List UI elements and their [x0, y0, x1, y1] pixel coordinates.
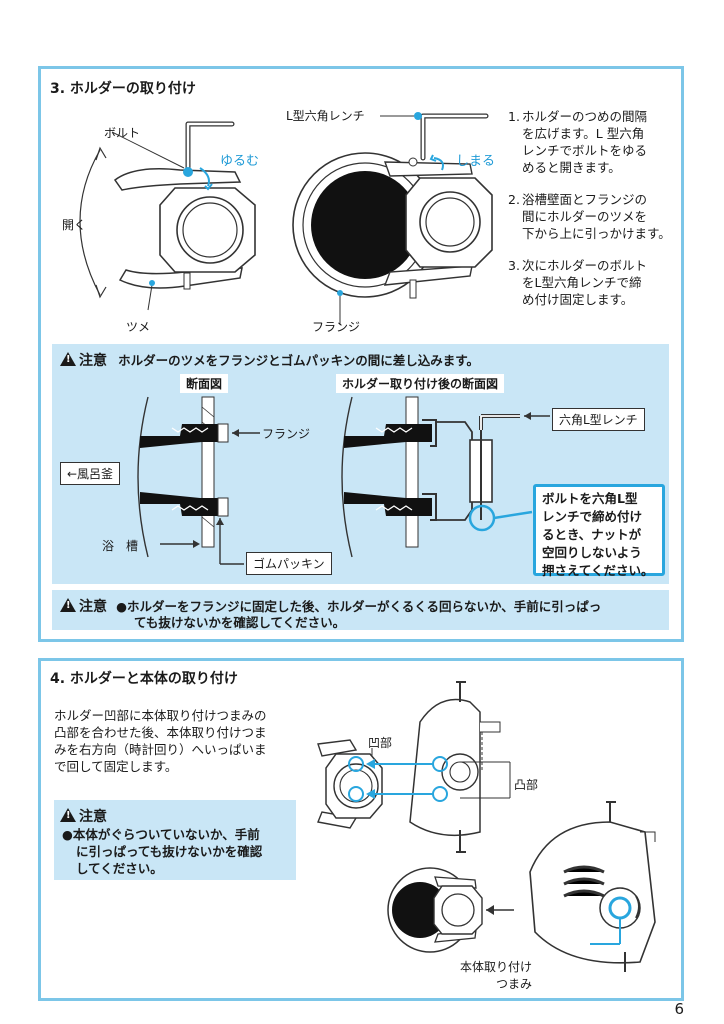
- caution1-text: ホルダーのツメをフランジとゴムパッキンの間に差し込みます。: [118, 353, 479, 368]
- body-mount-illustration: [317, 681, 656, 972]
- holder-open-illustration: [79, 121, 256, 311]
- caution2-line2: ても抜けないかを確認してください。: [134, 615, 346, 630]
- warning-icon: [60, 352, 76, 366]
- tag-after-mount-cross-section: ホルダー取り付け後の断面図: [336, 374, 505, 393]
- step-2: 2.浴槽壁面とフランジの 間にホルダーのツメを 下から上に引っかけます。: [508, 192, 671, 241]
- label-l-wrench: L型六角レンチ: [286, 109, 365, 123]
- label-concave: 凹部: [368, 736, 393, 750]
- callout-hold-nut: ボルトを六角L型 レンチで締め付け るとき、ナットが 空回りしないよう 押さえて…: [533, 484, 665, 578]
- caution-box-body-check: [54, 800, 296, 880]
- caution3-text: ●本体がぐらついていないか、手前 に引っぱっても抜けないかを確認 してください。: [62, 827, 263, 876]
- section4-paragraph: ホルダー凹部に本体取り付けつまみの 凸部を合わせた後、本体取り付けつま みを右方…: [54, 708, 267, 774]
- tag-cross-section: 断面図: [180, 374, 229, 393]
- warning-icon: [60, 808, 76, 822]
- label-claw: ツメ: [126, 320, 151, 334]
- label-bath-pot: ←風呂釜: [60, 462, 121, 485]
- warning-icon: [60, 598, 76, 612]
- label-mount-knob: 本体取り付け つまみ: [460, 960, 533, 991]
- label-flange: フランジ: [312, 320, 361, 334]
- caution1-heading: 注意 ホルダーのツメをフランジとゴムパッキンの間に差し込みます。: [60, 350, 479, 370]
- label-rubber-gasket: ゴムパッキン: [246, 552, 332, 575]
- caution2-label: 注意: [79, 599, 107, 615]
- caution1-label: 注意: [79, 353, 107, 369]
- step-3: 3.次にホルダーのボルト をL型六角レンチで締 め付け固定します。: [508, 258, 648, 307]
- section3-title: 3. ホルダーの取り付け: [50, 81, 196, 97]
- label-bolt: ボルト: [104, 126, 141, 140]
- cross-section-illustration: [137, 396, 550, 565]
- caution3-label: 注意: [79, 809, 107, 825]
- caution2-heading: 注意 ●ホルダーをフランジに固定した後、ホルダーがくるくる回らないか、手前に引っ…: [60, 596, 601, 616]
- label-bathtub: 浴 槽: [102, 539, 139, 553]
- step-1: 1.ホルダーのつめの間隔 を広げます。L 型六角 レンチでボルトをゆる めると開…: [508, 109, 648, 175]
- label-tighten: しまる: [456, 154, 496, 169]
- section4-title: 4. ホルダーと本体の取り付け: [50, 671, 238, 687]
- label-open: 開く: [62, 218, 87, 232]
- label-convex: 凸部: [514, 778, 539, 792]
- label-hex-wrench: 六角L型レンチ: [552, 408, 645, 431]
- caution3-heading: 注意: [60, 806, 107, 826]
- page-number: 6: [674, 1000, 684, 1018]
- caution-box-check-fixed: [52, 590, 669, 630]
- mounting-steps: 1.ホルダーのつめの間隔 を広げます。L 型六角 レンチでボルトをゆる めると開…: [508, 108, 678, 323]
- label-flange-section: フランジ: [262, 427, 311, 441]
- holder-mounted-illustration: [292, 112, 493, 325]
- caution2-line1: ●ホルダーをフランジに固定した後、ホルダーがくるくる回らないか、手前に引っぱっ: [116, 599, 602, 614]
- label-loosen: ゆるむ: [220, 154, 260, 169]
